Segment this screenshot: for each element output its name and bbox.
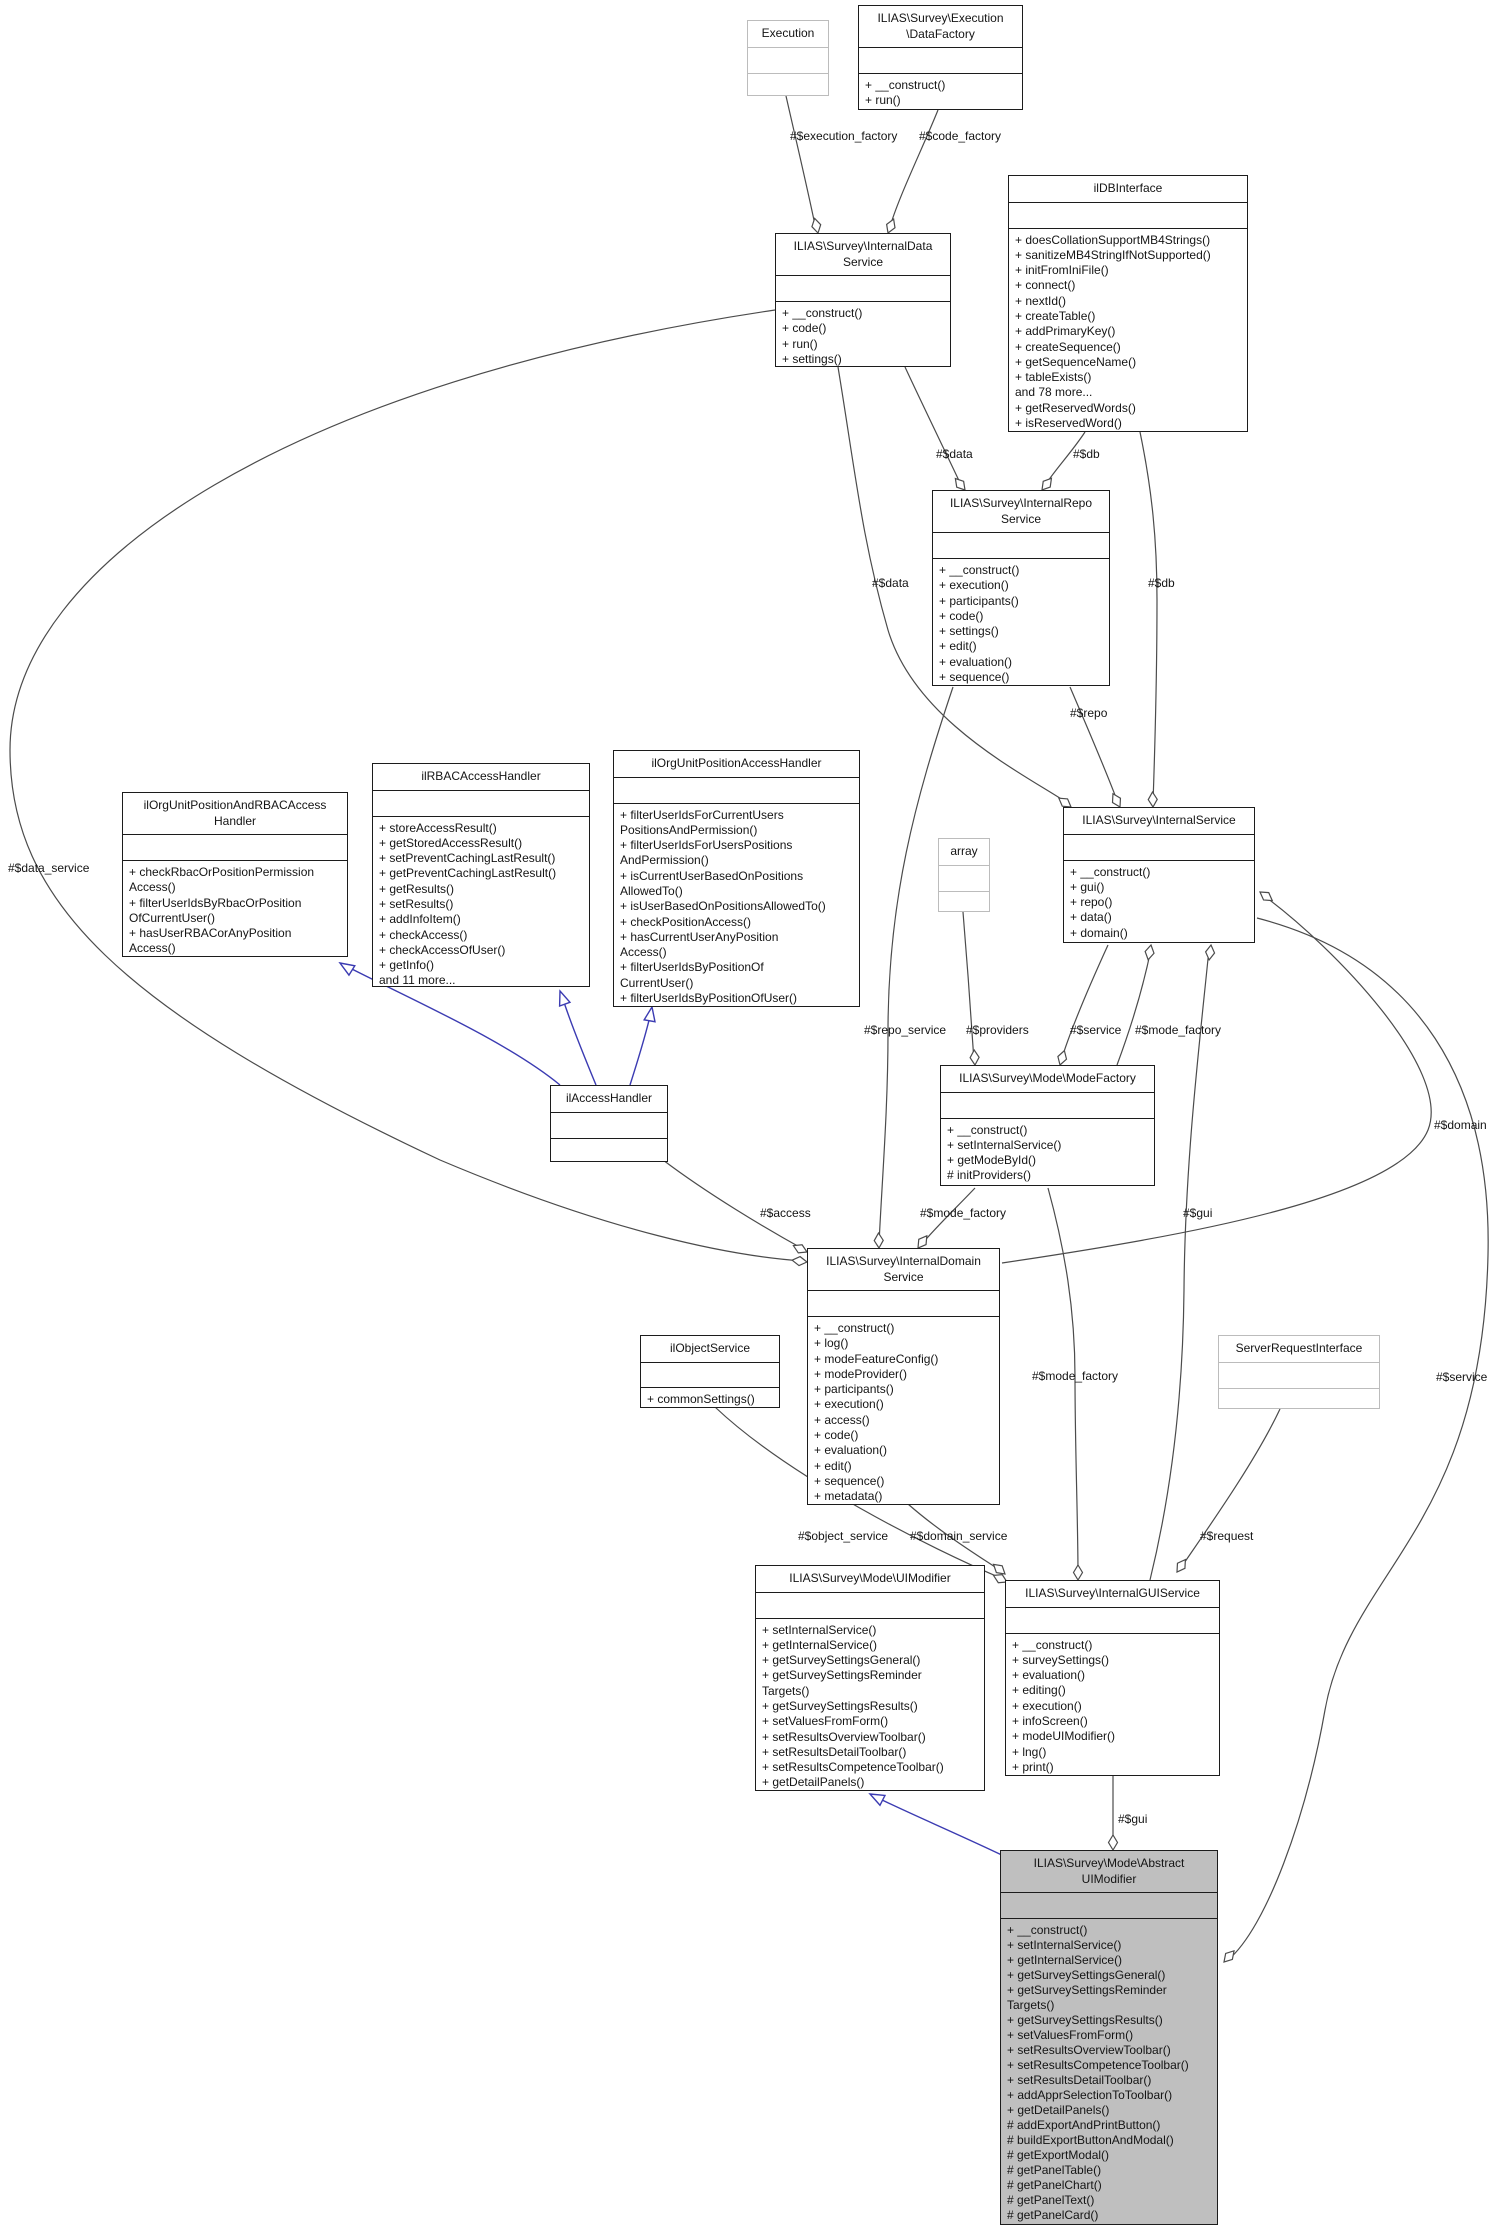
class-serverrequestinterface[interactable]: ServerRequestInterface <box>1218 1335 1380 1409</box>
class-title: ILIAS\Survey\InternalData Service <box>776 234 950 276</box>
methods-compartment: + __construct()+ run() <box>865 78 946 108</box>
class-title: Execution <box>748 21 828 48</box>
methods-compartment: + storeAccessResult()+ getStoredAccessRe… <box>379 820 557 987</box>
edge-label-gui-lower: #$gui <box>1118 1812 1148 1826</box>
edge-label-service-right: #$service <box>1436 1370 1488 1384</box>
edge-label-access: #$access <box>760 1206 811 1220</box>
class-internal-data-service[interactable]: ILIAS\Survey\InternalData Service + __co… <box>775 233 951 367</box>
methods-compartment <box>551 1139 667 1162</box>
edge-label-request: #$request <box>1200 1529 1254 1543</box>
class-title: ILIAS\Survey\InternalRepo Service <box>933 491 1109 533</box>
attributes-compartment <box>776 276 950 302</box>
edge-label-db-repo: #$db <box>1073 447 1100 461</box>
class-ildbinterface[interactable]: ilDBInterface + doesCollationSupportMB4S… <box>1008 175 1248 432</box>
class-title: ILIAS\Survey\InternalGUIService <box>1006 1581 1219 1608</box>
attributes-compartment <box>1219 1363 1379 1389</box>
edge-label-mode-factory-top: #$mode_factory <box>1135 1023 1222 1037</box>
attributes-compartment <box>614 778 859 804</box>
edge-label-domain-service: #$domain_service <box>910 1529 1008 1543</box>
aggregation-diamond-icons <box>790 217 1274 1963</box>
class-title: ILIAS\Survey\InternalService <box>1064 808 1254 835</box>
edge-label-domain: #$domain <box>1434 1118 1487 1132</box>
class-title: ilRBACAccessHandler <box>373 764 589 791</box>
methods-compartment: + __construct()+ execution()+ participan… <box>939 563 1020 685</box>
methods-compartment: + __construct()+ surveySettings()+ evalu… <box>1012 1637 1116 1774</box>
class-title: ilAccessHandler <box>551 1086 667 1113</box>
attributes-compartment <box>123 835 347 861</box>
class-title: ServerRequestInterface <box>1219 1336 1379 1363</box>
attributes-compartment <box>641 1363 779 1388</box>
methods-compartment: + doesCollationSupportMB4Strings()+ sani… <box>1015 232 1211 431</box>
class-title: ILIAS\Survey\Mode\ModeFactory <box>941 1066 1154 1093</box>
class-title: ilOrgUnitPositionAndRBACAccess Handler <box>123 793 347 835</box>
methods-compartment <box>748 74 828 96</box>
class-ilorgunitpositionaccesshandler[interactable]: ilOrgUnitPositionAccessHandler + filterU… <box>613 750 860 1007</box>
attributes-compartment <box>1009 203 1247 229</box>
attributes-compartment <box>1006 1608 1219 1634</box>
methods-compartment <box>1219 1389 1379 1409</box>
edge-label-providers: #$providers <box>966 1023 1029 1037</box>
methods-compartment: + checkRbacOrPositionPermission Access()… <box>129 865 315 956</box>
class-ui-modifier[interactable]: ILIAS\Survey\Mode\UIModifier + setIntern… <box>755 1565 985 1791</box>
attributes-compartment <box>933 533 1109 559</box>
edge-label-db-service-node: #$db <box>1148 576 1175 590</box>
methods-compartment: + __construct()+ code()+ run()+ settings… <box>782 306 863 366</box>
class-abstract-ui-modifier[interactable]: ILIAS\Survey\Mode\Abstract UIModifier + … <box>1000 1850 1218 2225</box>
class-title: array <box>939 839 989 866</box>
edge-label-execution-factory: #$execution_factory <box>790 129 898 143</box>
attributes-compartment <box>1001 1893 1217 1919</box>
edge-label-code-factory: #$code_factory <box>919 129 1002 143</box>
edge-label-repo-service: #$repo_service <box>864 1023 947 1037</box>
class-ilrbacaccesshandler[interactable]: ilRBACAccessHandler + storeAccessResult(… <box>372 763 590 987</box>
methods-compartment: + filterUserIdsForCurrentUsers Positions… <box>620 807 826 1006</box>
attributes-compartment <box>939 866 989 892</box>
attributes-compartment <box>373 791 589 817</box>
attributes-compartment <box>941 1093 1154 1119</box>
attributes-compartment <box>808 1291 999 1317</box>
class-array[interactable]: array <box>938 838 990 912</box>
class-title: ILIAS\Survey\Execution \DataFactory <box>859 6 1022 48</box>
edge-label-data-repo: #$data <box>936 447 973 461</box>
class-execution-datafactory[interactable]: ILIAS\Survey\Execution \DataFactory + __… <box>858 5 1023 110</box>
attributes-compartment <box>859 48 1022 74</box>
edge-label-gui-upper: #$gui <box>1183 1206 1213 1220</box>
edge-label-mode-factory-low: #$mode_factory <box>1032 1369 1119 1383</box>
edge-label-data-service-node: #$data <box>872 576 909 590</box>
methods-compartment: + commonSettings() <box>647 1391 755 1406</box>
class-title: ILIAS\Survey\Mode\UIModifier <box>756 1566 984 1593</box>
class-title: ILIAS\Survey\InternalDomain Service <box>808 1249 999 1291</box>
class-title: ilDBInterface <box>1009 176 1247 203</box>
class-ilorgunitpositionandrbacaccesshandler[interactable]: ilOrgUnitPositionAndRBACAccess Handler +… <box>122 792 348 957</box>
edge-label-service-mode: #$service <box>1070 1023 1122 1037</box>
class-ilaccesshandler[interactable]: ilAccessHandler <box>550 1085 668 1162</box>
class-title: ILIAS\Survey\Mode\Abstract UIModifier <box>1001 1851 1217 1893</box>
class-mode-factory[interactable]: ILIAS\Survey\Mode\ModeFactory + __constr… <box>940 1065 1155 1186</box>
class-internal-gui-service[interactable]: ILIAS\Survey\InternalGUIService + __cons… <box>1005 1580 1220 1776</box>
attributes-compartment <box>748 48 828 74</box>
edge-label-object-service: #$object_service <box>798 1529 889 1543</box>
edge-label-repo: #$repo <box>1070 706 1108 720</box>
class-internal-service[interactable]: ILIAS\Survey\InternalService + __constru… <box>1063 807 1255 943</box>
class-title: ilOrgUnitPositionAccessHandler <box>614 751 859 778</box>
methods-compartment: + setInternalService()+ getInternalServi… <box>762 1622 944 1790</box>
aggregation-edges <box>9 95 1489 1961</box>
class-execution[interactable]: Execution <box>747 20 829 96</box>
edge-label-mode-factory-mid: #$mode_factory <box>920 1206 1007 1220</box>
methods-compartment: + __construct()+ gui()+ repo()+ data()+ … <box>1070 864 1151 940</box>
methods-compartment: + __construct()+ log()+ modeFeatureConfi… <box>814 1321 939 1504</box>
attributes-compartment <box>756 1593 984 1619</box>
class-internal-repo-service[interactable]: ILIAS\Survey\InternalRepo Service + __co… <box>932 490 1110 686</box>
edge-label-data-service: #$data_service <box>8 861 90 875</box>
methods-compartment: + __construct()+ setInternalService()+ g… <box>947 1122 1062 1183</box>
methods-compartment: + __construct()+ setInternalService()+ g… <box>1007 1923 1189 2222</box>
class-ilobjectservice[interactable]: ilObjectService + commonSettings() <box>640 1335 780 1408</box>
attributes-compartment <box>1064 835 1254 861</box>
class-title: ilObjectService <box>641 1336 779 1363</box>
attributes-compartment <box>551 1113 667 1139</box>
inheritance-edges <box>338 961 1007 1858</box>
class-internal-domain-service[interactable]: ILIAS\Survey\InternalDomain Service + __… <box>807 1248 1000 1505</box>
methods-compartment <box>939 892 989 912</box>
